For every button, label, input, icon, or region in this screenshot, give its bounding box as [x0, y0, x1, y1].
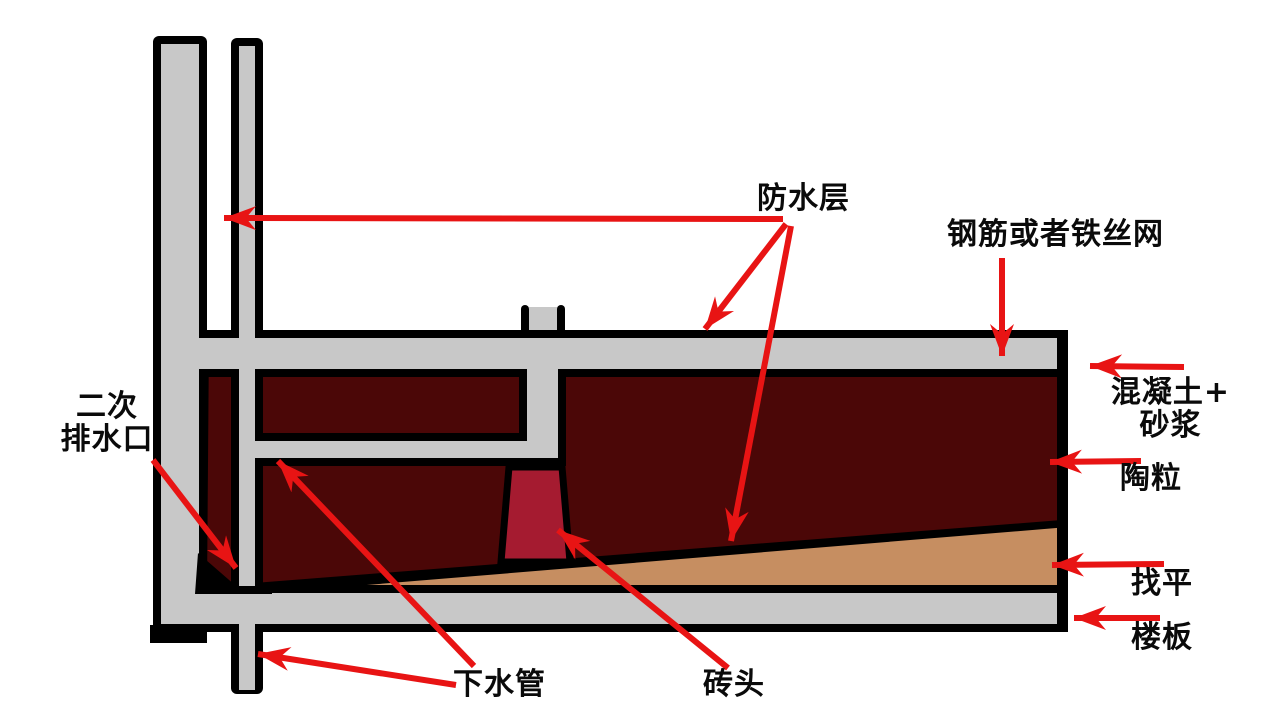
arrow-waterproof-to-slab-top: [702, 222, 789, 331]
arrow-secondary-drain-to-funnel: [150, 458, 239, 570]
arrow-drainpipe-to-branch: [275, 458, 477, 669]
label-secondary-drain-line2: 排水口: [60, 422, 154, 457]
left-wall-surface: [161, 44, 199, 624]
concrete-slab-surface: [161, 338, 1057, 369]
label-concrete-line1: 混凝土+: [1110, 375, 1231, 410]
floor-drain-stub-left-tick: [521, 305, 529, 338]
right-edge-border: [1057, 333, 1068, 632]
label-rebar-or-wire-mesh: 钢筋或者铁丝网: [947, 217, 1164, 252]
floor-slab-surface: [161, 593, 1057, 624]
floor-drain-elbow-surface: [527, 338, 558, 458]
label-drain-pipe: 下水管: [453, 667, 546, 702]
label-secondary-drain: 二次 排水口: [52, 390, 162, 456]
arrow-ceramsite-to-fill: [1049, 449, 1142, 474]
label-secondary-drain-line1: 二次: [76, 389, 138, 424]
horizontal-drain-branch-surface: [243, 441, 556, 458]
arrow-brick-to-brick: [556, 527, 730, 671]
arrow-waterproof-to-wall: [223, 206, 784, 231]
secondary-drain-funnel: [195, 553, 272, 594]
label-ceramsite: 陶粒: [1120, 461, 1182, 496]
arrow-concrete-to-slab: [1089, 354, 1185, 379]
label-concrete-line2: 砂浆: [1139, 408, 1202, 443]
label-concrete-mortar: 混凝土+ 砂浆: [1093, 376, 1248, 442]
floor-drain-stub-surface: [529, 307, 557, 330]
arrow-waterproof-to-screed-line: [725, 225, 794, 542]
annotation-arrows: [150, 206, 1185, 688]
label-brick: 砖头: [703, 667, 765, 702]
label-leveling-screed: 找平: [1131, 566, 1193, 601]
arrow-leveling-to-screed: [1051, 552, 1165, 577]
arrow-drainpipe-to-bottom-pipe: [257, 647, 457, 688]
structure-surfaces: [161, 44, 1057, 690]
floor-drain-stub-right-tick: [557, 305, 565, 338]
label-floor-slab: 楼板: [1131, 620, 1193, 655]
brick-block: [497, 463, 574, 566]
label-waterproof-layer: 防水层: [757, 181, 850, 216]
